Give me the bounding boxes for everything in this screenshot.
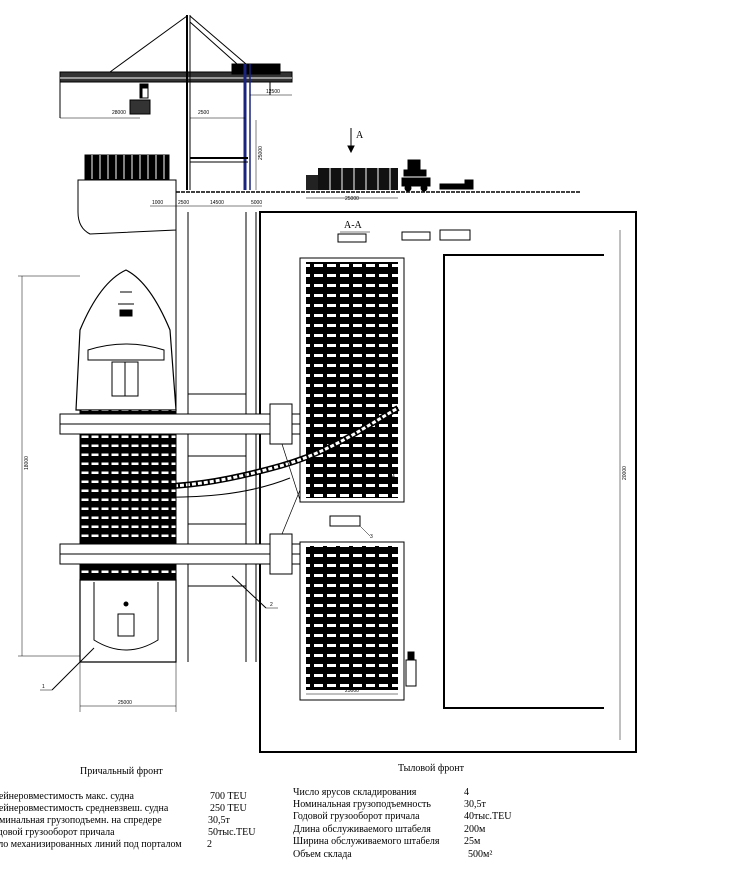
- berth-row-5-value: 2: [207, 839, 212, 850]
- section-box-3: [439, 229, 471, 241]
- berth-row-5-label: Число механизированных линий под портало…: [0, 839, 182, 850]
- rear-front-caption: Тыловой фронт: [398, 763, 465, 774]
- berth-row-1-value: 700 TEU: [210, 791, 248, 802]
- dim-crane-height: 25000: [258, 146, 264, 160]
- rear-row-3-value: 40тыс.TEU: [464, 811, 512, 822]
- rear-row-3-label: Годовой грузооборот причала: [293, 811, 420, 822]
- yard-road: [443, 254, 604, 709]
- quay-ground: [150, 191, 580, 212]
- dim-gap-right: 5000: [251, 200, 262, 206]
- quay-apron: [175, 212, 257, 662]
- view-arrow: [347, 128, 355, 154]
- berth-row-4-value: 50тыс.TEU: [208, 827, 256, 838]
- equipment-box-3: [329, 515, 361, 527]
- sts-crane: [59, 15, 293, 190]
- berth-row-4-label: Годовой грузооборот причала: [0, 827, 115, 838]
- dim-vessel: [79, 662, 177, 712]
- dim-gap-mid: 2500: [178, 200, 189, 206]
- dim-berth-length: 18000: [24, 456, 30, 470]
- vessel-plan: [75, 269, 177, 663]
- rear-row-4-label: Длина обслуживаемого штабеля: [293, 824, 431, 835]
- rear-row-6-value: 500м²: [468, 849, 492, 860]
- leader-upper: [281, 443, 301, 501]
- vessel-elevation: [77, 154, 177, 235]
- berth-row-1-label: Контейнеровместимость макс. судна: [0, 791, 135, 802]
- berth-row-2-label: Контейнеровместимость средневзвеш. судна: [0, 803, 169, 814]
- dim-crane-back: 12500: [266, 89, 280, 95]
- callout-line-2: [231, 575, 267, 609]
- section-box-2: [401, 231, 431, 241]
- callout-3: 3: [370, 534, 373, 540]
- dim-gap-left: 1000: [152, 200, 163, 206]
- crane-dimensions: [60, 94, 292, 190]
- callout-2: 2: [270, 602, 273, 608]
- rear-row-2-label: Номинальная грузоподъемность: [293, 799, 431, 810]
- container-stack-lower: [299, 541, 405, 701]
- dim-berth: [18, 275, 80, 657]
- reach-stacker: [405, 651, 417, 687]
- berth-row-3-value: 30,5т: [208, 815, 231, 826]
- dim-crane-span-a: 2500: [198, 110, 209, 116]
- rear-row-5-value: 25м: [464, 836, 481, 847]
- dim-stack-width-elevation: 25000: [345, 196, 359, 202]
- crane-portal-lower: [59, 533, 301, 575]
- view-marker-label: А: [356, 130, 364, 141]
- section-box-1: [337, 233, 367, 243]
- dim-rail-span: 14500: [210, 200, 224, 206]
- section-label: А-А: [344, 220, 363, 231]
- rear-row-1-value: 4: [464, 787, 469, 798]
- dim-stack-width: 25000: [345, 688, 359, 694]
- callout-line-3: [359, 525, 371, 537]
- berth-front-table: Контейнеровместимость макс. судна 700 TE…: [0, 791, 256, 850]
- crane-portal-upper: [59, 403, 301, 445]
- container-stack-elevation: [306, 168, 398, 199]
- yard-boundary: [259, 211, 637, 753]
- berth-front-caption: Причальный фронт: [80, 766, 163, 777]
- dim-crane-outreach: 28000: [112, 110, 126, 116]
- dim-vessel-width: 25000: [118, 700, 132, 706]
- rear-front-table: Число ярусов складирования 4 Номинальная…: [293, 787, 512, 860]
- callout-1: 1: [42, 684, 45, 690]
- berth-row-2-value: 250 TEU: [210, 803, 248, 814]
- rear-row-5-label: Ширина обслуживаемого штабеля: [293, 836, 440, 847]
- berth-row-3-label: Номинальная грузоподъемн. на спредере: [0, 815, 162, 826]
- rear-row-6-label: Объем склада: [293, 849, 352, 860]
- dim-yard-length: 20000: [622, 466, 628, 480]
- container-stack-upper: [299, 257, 405, 503]
- leader-lower: [281, 489, 301, 535]
- rear-row-2-value: 30,5т: [464, 799, 487, 810]
- callout-4: 4: [392, 474, 395, 480]
- terminal-tractor: [439, 179, 474, 190]
- callout-line-1: [51, 647, 95, 691]
- rear-row-1-label: Число ярусов складирования: [293, 787, 417, 798]
- straddle-carrier: [401, 159, 431, 192]
- rear-row-4-value: 200м: [464, 824, 486, 835]
